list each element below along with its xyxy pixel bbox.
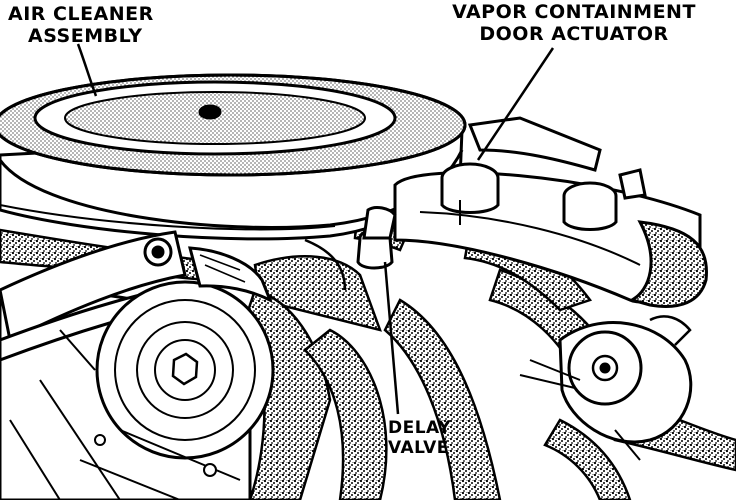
air-cleaner-assembly-label: AIR CLEANER ASSEMBLY <box>8 3 154 47</box>
leader-lines <box>76 43 555 415</box>
delay-label-line2: VALVE <box>388 438 449 458</box>
leader-vapor-actuator <box>476 47 555 161</box>
delay-label-line1: DELAY <box>388 418 451 438</box>
delay-valve-label: DELAY VALVE <box>388 418 451 458</box>
vapor-containment-actuator <box>393 116 708 308</box>
pulley <box>59 280 275 460</box>
air-cleaner-label-line2: ASSEMBLY <box>28 25 143 47</box>
delay-valve <box>356 206 397 270</box>
air-cleaner <box>0 73 467 291</box>
leader-delay-valve <box>383 261 400 415</box>
drive-belt <box>188 246 273 304</box>
vapor-label-line1: VAPOR CONTAINMENT <box>452 1 696 23</box>
vapor-containment-door-actuator-label: VAPOR CONTAINMENT DOOR ACTUATOR <box>444 1 704 45</box>
detail-lines <box>79 429 641 500</box>
vapor-label-line2: DOOR ACTUATOR <box>479 23 669 45</box>
horn <box>519 315 693 444</box>
leader-air-cleaner <box>76 43 98 97</box>
air-cleaner-label-line1: AIR CLEANER <box>8 3 154 25</box>
